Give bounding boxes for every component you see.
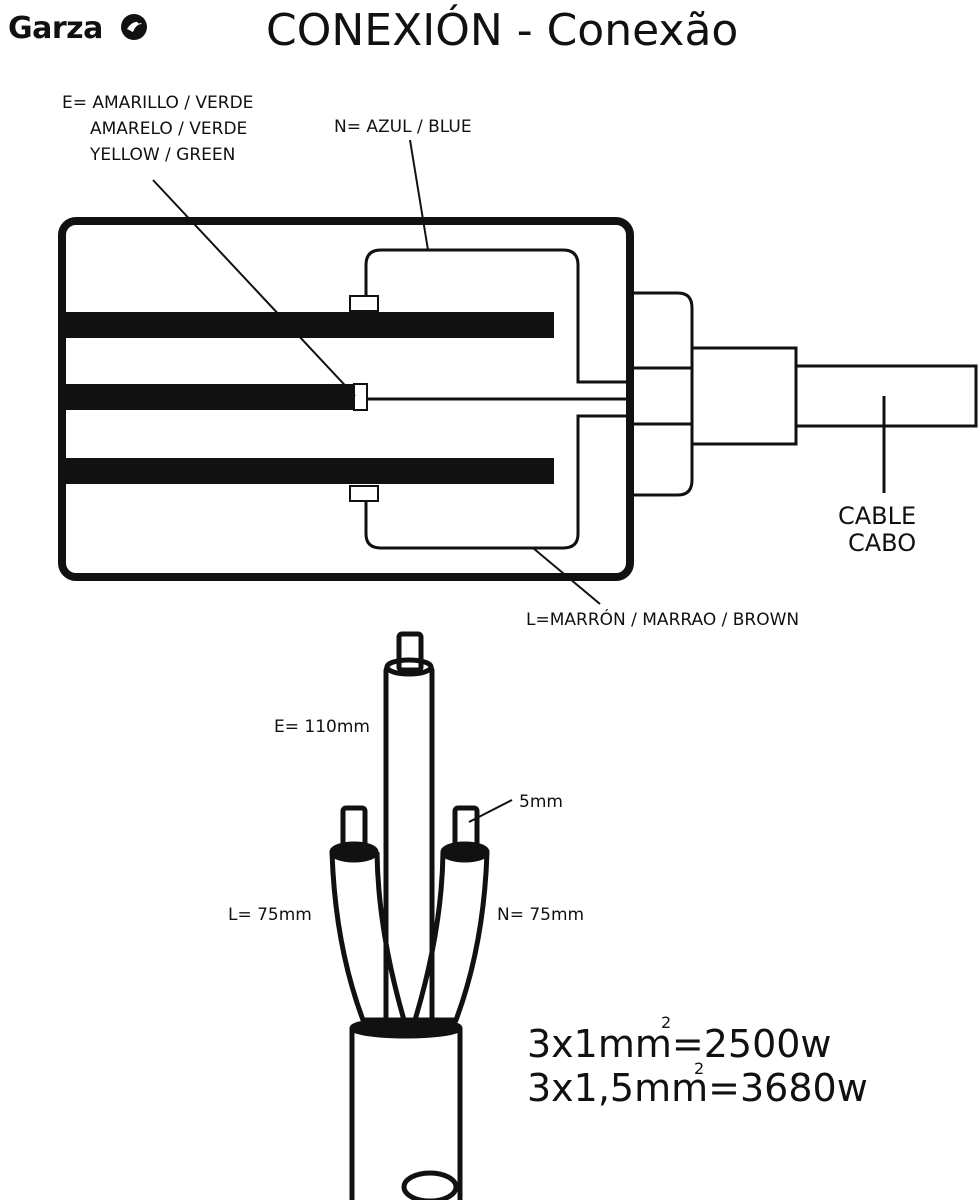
live-label: L=MARRÓN / MARRAO / BROWN bbox=[526, 610, 800, 630]
rating-1-prefix: 3x1mm bbox=[527, 1022, 672, 1066]
terminal-bottom bbox=[349, 485, 379, 502]
cable-label-2: CABO bbox=[848, 529, 917, 557]
live-leader bbox=[532, 547, 601, 605]
strip-leader bbox=[468, 799, 513, 823]
gland bbox=[630, 291, 694, 497]
rating-line-1: 3x1mm=2500w bbox=[527, 1022, 832, 1066]
neutral-wire bbox=[364, 248, 630, 384]
cable-sleeve bbox=[690, 346, 798, 446]
earth-label-3: YELLOW / GREEN bbox=[90, 145, 236, 165]
rating-1-superscript: 2 bbox=[661, 1013, 672, 1032]
pin-top bbox=[66, 312, 554, 338]
rating-2-prefix: 3x1,5mm bbox=[527, 1066, 709, 1110]
strip-length-label: 5mm bbox=[519, 792, 563, 812]
rating-2-suffix: =3680w bbox=[708, 1066, 868, 1110]
pin-middle bbox=[66, 384, 354, 410]
page-title: CONEXIÓN - Conexão bbox=[266, 5, 739, 56]
pin-bottom bbox=[66, 458, 554, 484]
bird-logo-icon bbox=[120, 14, 147, 40]
cable-outer bbox=[794, 364, 978, 428]
brand-name: Garza bbox=[8, 11, 103, 46]
earth-label-1: E= AMARILLO / VERDE bbox=[62, 93, 254, 113]
brand-logo: Garza bbox=[8, 8, 147, 46]
live-length-label: L= 75mm bbox=[228, 905, 312, 925]
neutral-leader bbox=[409, 139, 429, 251]
neutral-length-label: N= 75mm bbox=[497, 905, 585, 925]
neutral-label: N= AZUL / BLUE bbox=[334, 117, 472, 137]
earth-leader bbox=[152, 179, 356, 397]
live-wire bbox=[364, 414, 630, 550]
rating-1-suffix: =2500w bbox=[671, 1022, 832, 1066]
rating-2-superscript: 2 bbox=[694, 1059, 705, 1078]
cable-label-1: CABLE bbox=[838, 502, 917, 530]
stripped-cable bbox=[329, 631, 490, 1200]
rating-line-2: 3x1,5mm=3680w bbox=[527, 1066, 868, 1110]
terminal-top bbox=[349, 295, 379, 312]
earth-label-2: AMARELO / VERDE bbox=[90, 119, 248, 139]
earth-length-label: E= 110mm bbox=[274, 717, 370, 737]
terminal-middle bbox=[353, 383, 368, 411]
